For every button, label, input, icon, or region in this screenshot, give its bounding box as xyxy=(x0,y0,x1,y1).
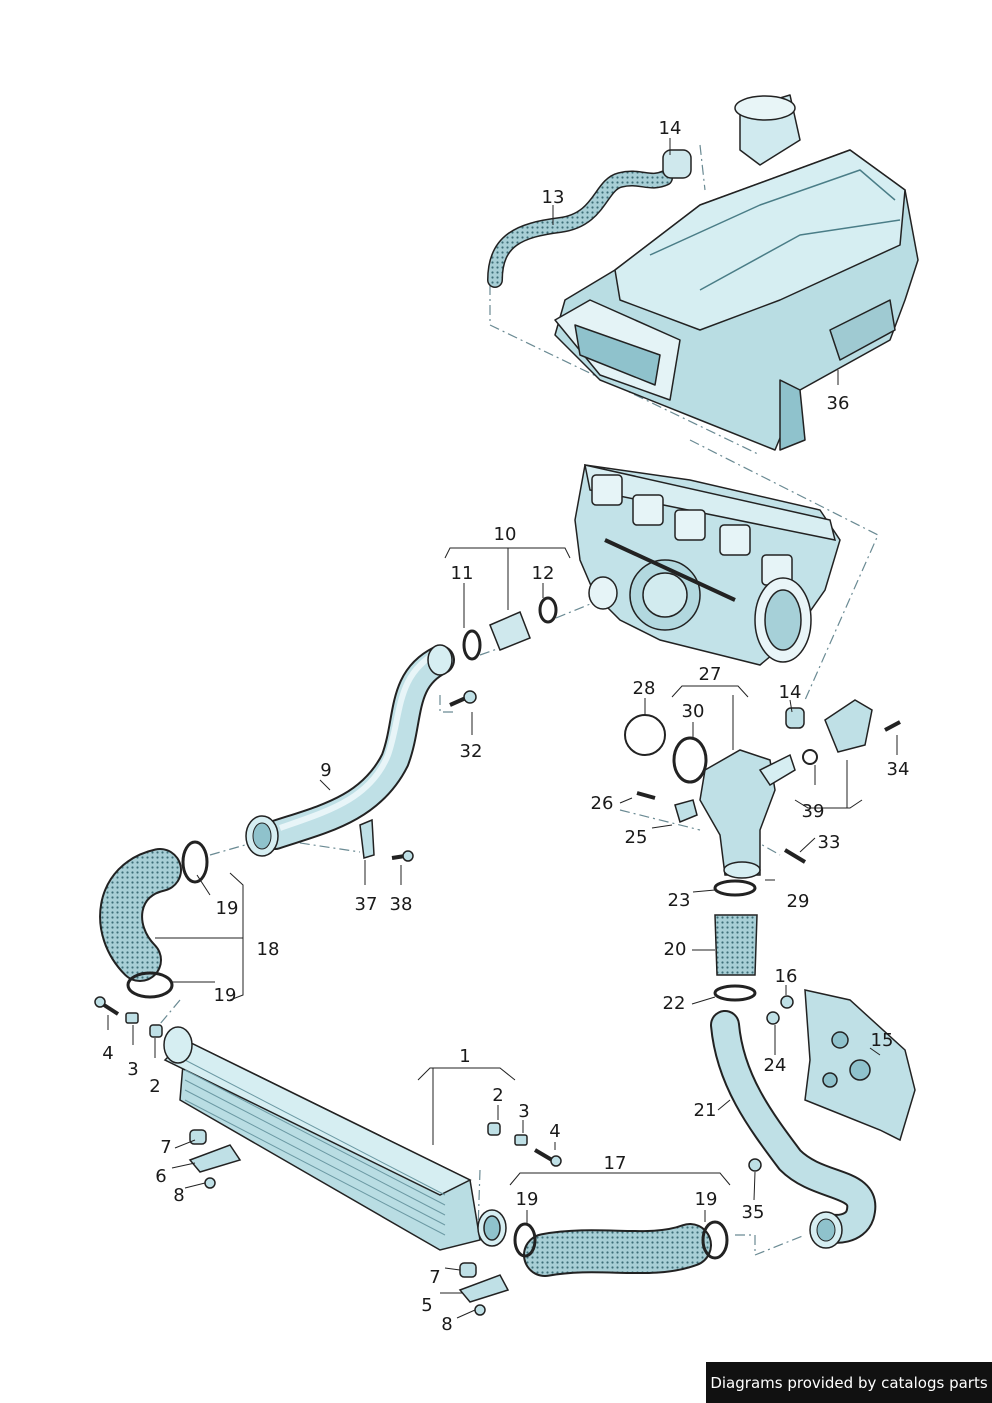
callout-12: 12 xyxy=(531,563,555,584)
callout-29: 29 xyxy=(786,891,810,912)
callout-23: 23 xyxy=(667,890,691,911)
callout-38: 38 xyxy=(389,894,413,915)
breather-hose xyxy=(487,149,692,288)
callout-19: 19 xyxy=(213,985,237,1006)
callout-37: 37 xyxy=(354,894,378,915)
callout-2: 2 xyxy=(149,1076,161,1097)
callout-14: 14 xyxy=(658,118,682,139)
callout-7: 7 xyxy=(429,1267,441,1288)
leader-lines xyxy=(107,138,898,1319)
hose-18 xyxy=(99,840,209,999)
callout-8: 8 xyxy=(173,1185,185,1206)
pipe-21 xyxy=(710,1010,877,1249)
hose-20 xyxy=(713,879,758,1002)
callout-19: 19 xyxy=(215,898,239,919)
callout-2: 2 xyxy=(492,1085,504,1106)
hose-17 xyxy=(513,1220,729,1277)
callout-28: 28 xyxy=(632,678,656,699)
hose-coupler xyxy=(462,596,558,661)
callout-13: 13 xyxy=(541,187,565,208)
callout-9: 9 xyxy=(320,760,332,781)
callout-19: 19 xyxy=(694,1189,718,1210)
callout-21: 21 xyxy=(693,1100,717,1121)
connection-lines xyxy=(154,144,879,1256)
callout-3: 3 xyxy=(518,1101,530,1122)
callout-5: 5 xyxy=(421,1295,433,1316)
callout-11: 11 xyxy=(450,563,474,584)
bracket-37 xyxy=(359,818,414,862)
callout-16: 16 xyxy=(774,966,798,987)
elbow-housing xyxy=(624,699,901,1172)
callout-39: 39 xyxy=(801,801,825,822)
callout-6: 6 xyxy=(155,1166,167,1187)
callout-19: 19 xyxy=(515,1189,539,1210)
callout-26: 26 xyxy=(590,793,614,814)
callout-8: 8 xyxy=(441,1314,453,1335)
air-filter-housing xyxy=(554,94,919,451)
callout-20: 20 xyxy=(663,939,687,960)
callout-4: 4 xyxy=(549,1121,561,1142)
callout-34: 34 xyxy=(886,759,910,780)
callout-18: 18 xyxy=(256,939,280,960)
callout-33: 33 xyxy=(817,832,841,853)
intercooler xyxy=(163,1026,507,1251)
callout-17: 17 xyxy=(603,1153,627,1174)
callout-1: 1 xyxy=(459,1046,471,1067)
callout-7: 7 xyxy=(160,1137,172,1158)
callout-30: 30 xyxy=(681,701,705,722)
callout-32: 32 xyxy=(459,741,483,762)
callout-22: 22 xyxy=(662,993,686,1014)
callout-15: 15 xyxy=(870,1030,894,1051)
bolt-32 xyxy=(449,690,477,707)
callout-4: 4 xyxy=(102,1043,114,1064)
callout-27: 27 xyxy=(698,664,722,685)
callout-36: 36 xyxy=(826,393,850,414)
callout-3: 3 xyxy=(127,1059,139,1080)
credit-banner: Diagrams provided by catalogs parts xyxy=(706,1362,992,1403)
pressure-pipe xyxy=(245,644,455,857)
callout-35: 35 xyxy=(741,1202,765,1223)
heat-shield xyxy=(804,989,916,1142)
turbocharger xyxy=(574,464,841,666)
callout-24: 24 xyxy=(763,1055,787,1076)
callout-14: 14 xyxy=(778,682,802,703)
callout-10: 10 xyxy=(493,524,517,545)
callout-25: 25 xyxy=(624,827,648,848)
hardware-left xyxy=(94,996,562,1316)
